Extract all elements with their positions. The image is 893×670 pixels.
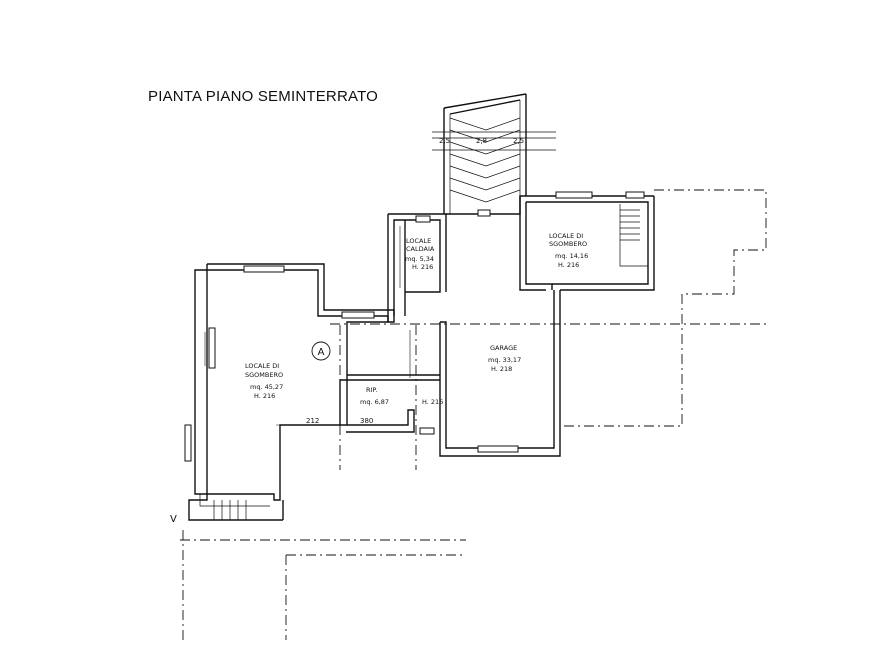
room-caldaia: LOCALE CALDAIA mq. 5,34 H. 216 [405,237,435,271]
room-caldaia-height: H. 216 [412,263,433,271]
wall-left-outer [188,264,283,521]
dimension-lines [204,226,411,426]
room-caldaia-name-2: CALDAIA [406,245,435,253]
room-left-name-1: LOCALE DI [245,362,279,370]
plan-title: PIANTA PIANO SEMINTERRATO [148,88,379,105]
room-right: LOCALE DI SGOMBERO mq. 14,16 H. 216 [549,232,588,269]
dashed-lines [180,189,770,640]
dim-stair-left: 2,5 [439,137,450,145]
window-garage [477,445,519,453]
room-right-height: H. 216 [558,261,579,269]
walls [188,93,655,521]
dim-380: 380 [360,417,373,425]
room-right-area: mq. 14,16 [555,252,588,260]
room-left: LOCALE DI SGOMBERO mq. 45,27 H. 216 [245,362,283,400]
window-left-2 [184,424,192,462]
room-rip-height: H. 216 [422,398,443,406]
dimension-texts: 2,8 2,5 2,5 212 380 [306,137,524,425]
room-garage-name: GARAGE [490,344,517,352]
wall-right-room [526,201,649,285]
dim-stair-right: 2,5 [513,137,524,145]
level-marker: V [170,514,177,525]
stair-hatch [432,100,556,214]
window-corridor [477,209,491,217]
windows [184,191,645,462]
window-top-left [243,265,285,273]
room-caldaia-area: mq. 5,34 [405,255,434,263]
room-left-name-2: SGOMBERO [245,371,283,379]
room-right-name-2: SGOMBERO [549,240,587,248]
room-rip-area: mq. 6,87 [360,398,389,406]
room-rip: RIP. mq. 6,87 H. 216 [360,386,443,406]
room-garage-area: mq. 33,17 [488,356,521,364]
window-left-1 [208,327,216,369]
section-marker: A [311,341,331,361]
dim-stair-top: 2,8 [476,137,487,145]
room-caldaia-name-1: LOCALE [406,237,431,245]
internal-stairs [199,204,648,520]
window-right [555,191,593,199]
room-garage-height: H. 218 [491,365,512,373]
section-marker-text: A [318,347,325,358]
wall-left-room [194,269,389,501]
room-garage: GARAGE mq. 33,17 H. 218 [488,344,521,373]
wall-garage [440,290,555,449]
window-caldaia [415,215,431,223]
room-left-height: H. 216 [254,392,275,400]
dim-212: 212 [306,417,319,425]
room-right-name-1: LOCALE DI [549,232,583,240]
window-rip [419,427,435,435]
room-rip-name: RIP. [366,386,377,394]
room-left-area: mq. 45,27 [250,383,283,391]
window-right-2 [625,191,645,199]
window-mid [341,311,375,319]
wall-caldaia [387,214,441,323]
